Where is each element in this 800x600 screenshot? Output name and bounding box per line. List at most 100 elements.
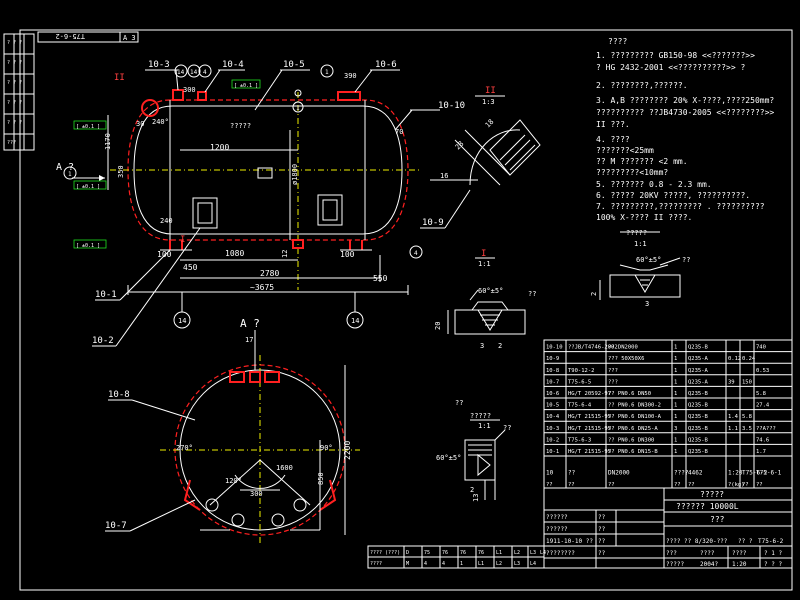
nozzle-table-header: L4 bbox=[540, 550, 546, 556]
detail-i-dim-2: 2 bbox=[498, 342, 502, 350]
detail-i-angle: 60°±5° bbox=[478, 287, 503, 295]
note-line: ?????????<10mm? bbox=[596, 168, 668, 177]
title-row-value: ?? bbox=[598, 514, 606, 521]
tolerance-text: [ ±0.1 ] bbox=[76, 184, 100, 190]
left-revision-strip bbox=[3, 33, 35, 151]
tolerance-text: [ ±0.1 ] bbox=[76, 124, 100, 130]
detail-ii-dim-28: 28 bbox=[454, 140, 466, 152]
parts-table-cell: HG/T 21515-95 bbox=[568, 426, 611, 432]
tolerance-frame bbox=[73, 239, 107, 249]
parts-table-cell: 1 bbox=[674, 356, 677, 362]
top-title-strip bbox=[37, 31, 139, 43]
parts-table-cell: Q235-B bbox=[688, 345, 709, 351]
nozzle-table-cell: L2 bbox=[496, 561, 502, 567]
title-row-value: ?? bbox=[598, 526, 606, 533]
note-line: 4. ???? bbox=[596, 135, 630, 144]
parts-table-cell: 3.5 bbox=[742, 426, 752, 432]
parts-table-cell: ??A??? bbox=[756, 426, 776, 432]
nozzle-table-header: L1 bbox=[496, 550, 502, 556]
sheet-label: A 3 bbox=[123, 34, 136, 42]
nozzle-top-3 bbox=[337, 91, 361, 101]
dim-12: 12 bbox=[281, 250, 289, 258]
detail-i-dim-3: 3 bbox=[480, 342, 484, 350]
side-dim-300: 300 bbox=[250, 490, 263, 498]
detail-mid-angle: 60°±5° bbox=[436, 454, 461, 462]
parts-table-cell: 10-8 bbox=[546, 368, 559, 374]
detail-mid-note: ?? bbox=[503, 424, 511, 432]
parts-table-cell: 1 bbox=[674, 449, 677, 455]
parts-table-cell: Q235-A bbox=[688, 356, 709, 362]
nozzle-table bbox=[367, 545, 545, 569]
title-bottom: ???? bbox=[700, 550, 715, 557]
title-row-value: ?? bbox=[598, 538, 606, 545]
title-bottom2: ? ? ? bbox=[764, 561, 782, 568]
note-line: ???????<25mm bbox=[596, 146, 654, 155]
parts-table-cell: Q235-B bbox=[688, 391, 709, 397]
detail-ii-scale: 1:3 bbox=[482, 98, 495, 106]
parts-table-cell: 0.53 bbox=[756, 368, 769, 374]
detail-right-dim-3: 3 bbox=[645, 300, 649, 308]
assembly-row-cell: DN2000 bbox=[608, 470, 630, 477]
parts-table-cell: ??? 50X50X6 bbox=[608, 356, 644, 362]
nozzle-top-2 bbox=[197, 91, 207, 101]
nozzle-top-1 bbox=[172, 89, 184, 101]
parts-table-cell: 1.4 bbox=[728, 414, 739, 420]
dim-70: 70 bbox=[395, 128, 403, 136]
callout-10-10: 10-10 bbox=[438, 101, 465, 111]
title-bottom: ??? bbox=[666, 550, 677, 557]
detail-marker-II: II bbox=[114, 73, 125, 83]
dim-240-angle: 240° bbox=[152, 118, 169, 126]
detail-mid-scale: 1:1 bbox=[478, 422, 491, 430]
nozzle-table-cell: M bbox=[406, 561, 409, 567]
title-row-label: ???????? bbox=[546, 550, 575, 557]
side-dim-17: 17 bbox=[245, 336, 253, 344]
parts-table-cell: 5.8 bbox=[742, 414, 752, 420]
parts-table-cell: T75-6-3 bbox=[568, 437, 591, 443]
title-info: T75-6-2 bbox=[758, 538, 784, 545]
dim-1200: 1200 bbox=[210, 143, 229, 152]
nozzle-table-cell: ???? bbox=[370, 561, 382, 567]
nozzle-table-header: 76 bbox=[478, 550, 484, 556]
tolerance-text: [ ±0.1 ] bbox=[234, 83, 258, 89]
parts-table-cell: Q235-B bbox=[688, 437, 709, 443]
parts-table-cell: ?? DN2000 bbox=[608, 345, 638, 351]
parts-table-cell: 10-2 bbox=[546, 437, 559, 443]
parts-table-cell: Q235-A bbox=[688, 379, 709, 385]
vessel-inner-shell bbox=[133, 105, 403, 235]
title-block bbox=[543, 487, 793, 569]
parts-table-cell: 1.7 bbox=[756, 449, 766, 455]
parts-header-cell: ?(kg) bbox=[728, 482, 745, 488]
internal-fitting bbox=[257, 167, 273, 179]
parts-table-cell: Q235-B bbox=[688, 449, 709, 455]
callout-10-4: 10-4 bbox=[222, 60, 244, 70]
parts-list-table bbox=[543, 339, 793, 489]
balloon-nozzle-a: 1 bbox=[68, 171, 72, 178]
parts-table-cell: 10-3 bbox=[546, 426, 559, 432]
note-line: II ???. bbox=[596, 120, 630, 129]
detail-ii-label: II bbox=[485, 86, 496, 96]
parts-header-cell: ?? bbox=[546, 482, 553, 488]
left-strip-cell: ? ? ? bbox=[7, 120, 22, 126]
dim-300: 300 bbox=[183, 86, 196, 94]
nozzle-table-cell: 1 bbox=[460, 561, 463, 567]
detail-right-angle: 60°±5° bbox=[636, 256, 661, 264]
assembly-row-cell: 4462 bbox=[688, 470, 703, 477]
parts-table-cell: 0.24 bbox=[742, 356, 756, 362]
balloon-top-2: 14 bbox=[190, 69, 198, 76]
title-row-label: ?????? bbox=[546, 514, 568, 521]
nozzle-table-cell: L3 bbox=[514, 561, 520, 567]
title-info: ???? ?? 8/320-??? bbox=[666, 538, 728, 545]
parts-table-cell: 10-10 bbox=[546, 345, 563, 351]
dim-550: 550 bbox=[373, 274, 388, 283]
parts-table-cell: 27.4 bbox=[756, 403, 770, 409]
title-company: ????? bbox=[700, 490, 724, 499]
dim-30: 30 bbox=[136, 120, 144, 128]
main-dimensions bbox=[107, 115, 409, 295]
note-line: 3. A,B ???????? 20% X-????,????250mm? bbox=[596, 96, 774, 105]
parts-table-cell: 1 bbox=[674, 414, 677, 420]
left-strip-cell: ? ? ? bbox=[7, 80, 22, 86]
parts-table-cell: 740 bbox=[756, 345, 766, 351]
parts-table-cell: 1 bbox=[674, 391, 677, 397]
parts-table-cell: 3 bbox=[674, 426, 677, 432]
